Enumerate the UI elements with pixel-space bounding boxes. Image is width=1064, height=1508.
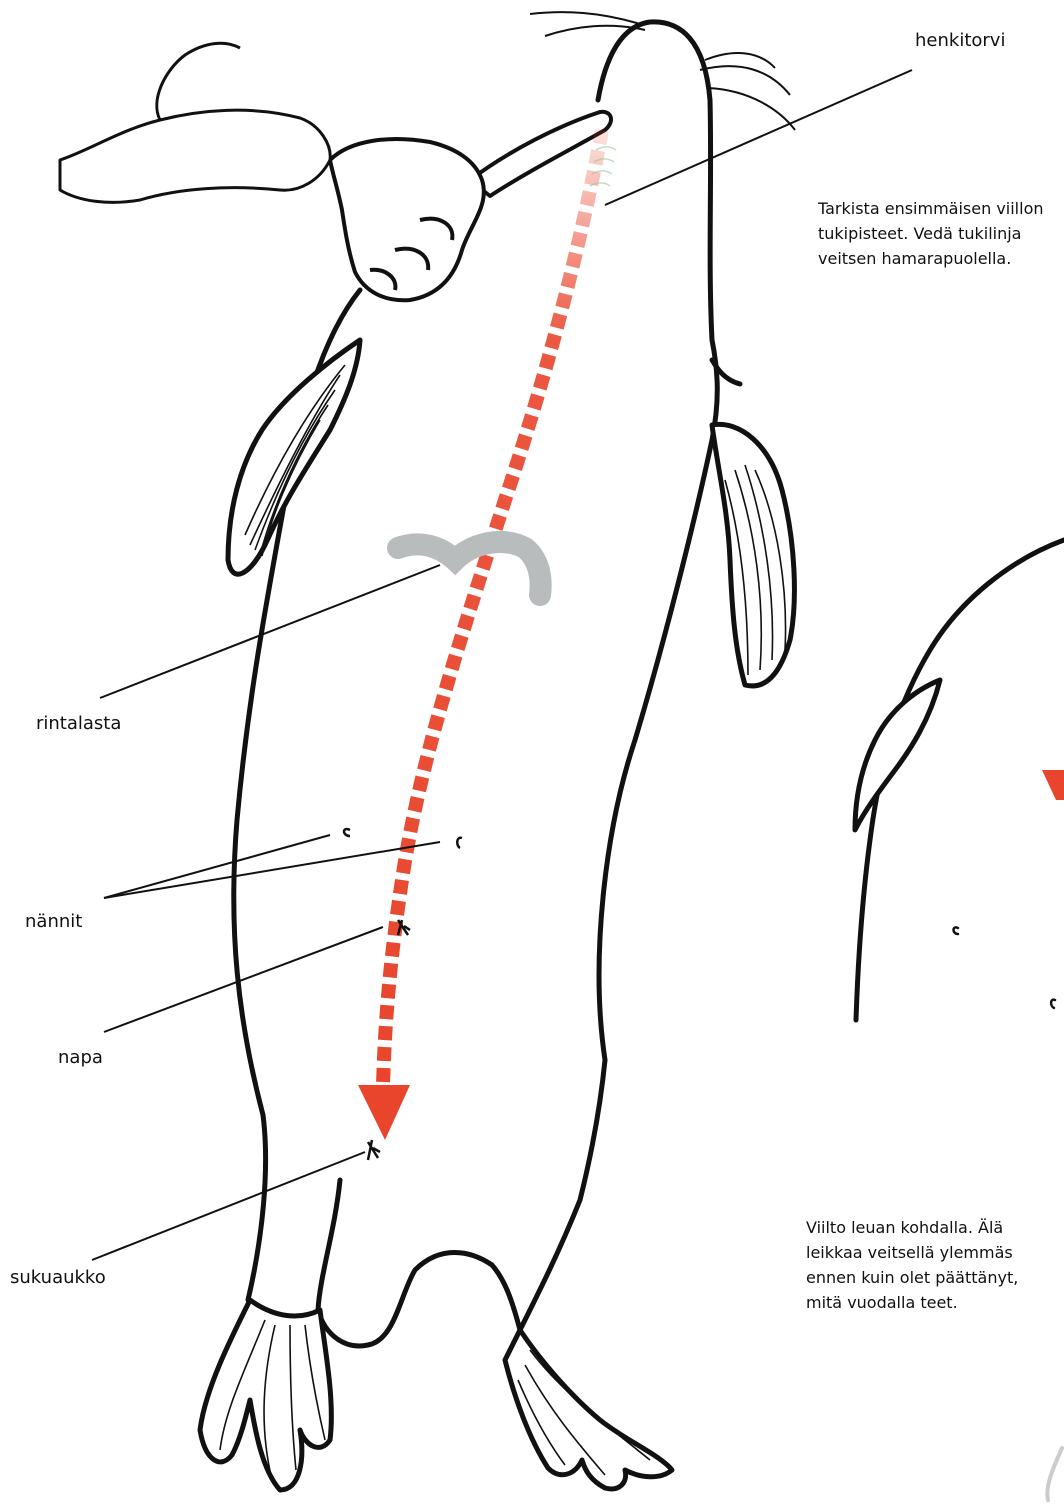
right-fore-flipper	[712, 424, 794, 686]
leader-lines	[92, 70, 912, 1260]
right-nipple-mark	[457, 838, 462, 848]
label-napa: napa	[58, 1047, 103, 1068]
seal-rear-underside	[318, 1180, 520, 1346]
sternum-marker	[398, 542, 541, 595]
label-rintalasta: rintalasta	[36, 713, 121, 734]
instruction-note-top: Tarkista ensimmäisen viillon tukipisteet…	[818, 196, 1064, 271]
incision-arrowhead	[358, 1085, 410, 1140]
body-landmarks	[344, 829, 462, 1160]
sleeve	[60, 43, 330, 202]
label-nannit: nännit	[25, 911, 82, 932]
seal-right-outline	[598, 22, 717, 1060]
navel-mark	[398, 920, 410, 935]
seal-body	[234, 22, 740, 1346]
left-nipple-mark	[344, 829, 350, 836]
whiskers	[530, 12, 795, 130]
label-sukuaukko: sukuaukko	[10, 1267, 106, 1288]
left-rear-flipper	[200, 1300, 331, 1490]
seal-left-lower-outline	[248, 1115, 266, 1300]
left-fore-flipper	[228, 340, 360, 574]
gloved-hand	[330, 139, 484, 300]
seal-right-lower-outline	[520, 1060, 605, 1330]
instruction-note-bottom: Viilto leuan kohdalla. Älä leikkaa veits…	[806, 1215, 1056, 1315]
genital-opening-mark	[368, 1140, 380, 1160]
label-henkitorvi: henkitorvi	[915, 30, 1005, 51]
second-seal-partial	[855, 540, 1064, 1500]
right-rear-flipper	[505, 1330, 672, 1489]
leader-henkitorvi	[605, 70, 912, 205]
leader-sukuaukko	[92, 1152, 365, 1260]
